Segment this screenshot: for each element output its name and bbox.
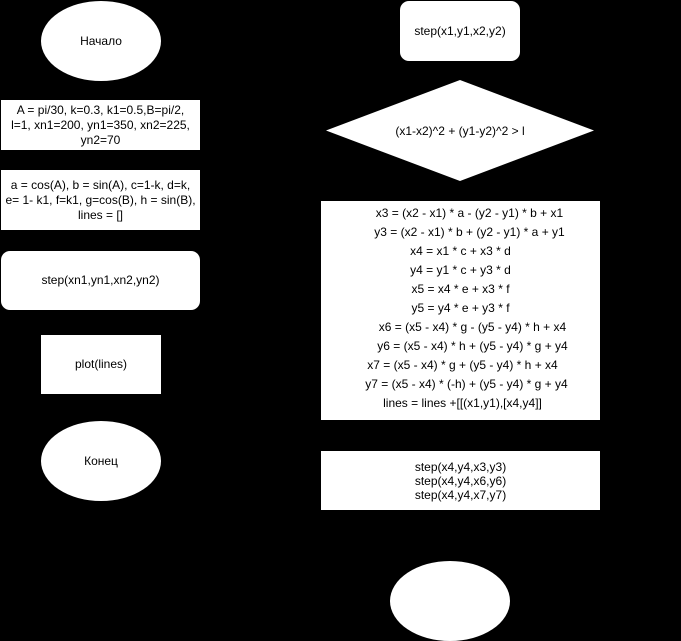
end-terminal: Конец [41,421,161,501]
computation-line: x6 = (x5 - x4) * g - (y5 - y4) * h + x4 [378,320,567,334]
decision-diamond-shape [326,80,594,181]
init-coeffs-text: a = cos(A), b = sin(A), c=1-k, d=k, e= 1… [5,177,196,222]
init-params-text: A = pi/30, k=0.3, k1=0.5,B=pi/2, l=1, xn… [11,102,190,147]
recursive-calls-block: step(x4,y4,x3,y3) step(x4,y4,x6,y6) step… [321,451,600,510]
computation-line: x7 = (x5 - x4) * g + (y5 - y4) * h + x4 [367,358,558,372]
step-header-block: step(x1,y1,x2,y2) [400,1,520,61]
computation-line: y4 = y1 * c + y3 * d [410,263,511,277]
init-params-block: A = pi/30, k=0.3, k1=0.5,B=pi/2, l=1, xn… [1,100,200,150]
recursive-calls-text: step(x4,y4,x3,y3) step(x4,y4,x6,y6) step… [414,459,507,502]
plot-block: plot(lines) [41,335,161,394]
computation-line: y7 = (x5 - x4) * (-h) + (y5 - y4) * g + … [365,377,568,391]
condition-text: (x1-x2)^2 + (y1-y2)^2 > l [395,123,525,138]
start-terminal: Начало [41,1,161,81]
computation-line: x5 = x4 * e + x3 * f [411,282,510,296]
computation-line: y3 = (x2 - x1) * b + (y2 - y1) * a + y1 [374,225,565,239]
plot-text: plot(lines) [74,357,128,371]
step-call-block: step(xn1,yn1,xn2,yn2) [1,251,200,310]
computation-line: lines = lines +[[(x1,y1),[x4,y4]] [383,396,542,410]
init-coeffs-block: a = cos(A), b = sin(A), c=1-k, d=k, e= 1… [1,170,200,230]
start-label: Начало [80,33,122,48]
computation-line: x4 = x1 * c + x3 * d [410,244,511,258]
computation-block: x3 = (x2 - x1) * a - (y2 - y1) * b + x1 … [321,201,600,420]
step-call-text: step(xn1,yn1,xn2,yn2) [41,273,160,287]
computation-line: y5 = y4 * e + y3 * f [411,301,510,315]
step-header-text: step(x1,y1,x2,y2) [414,23,506,38]
computation-line: y6 = (x5 - x4) * h + (y5 - y4) * g + y4 [377,339,568,353]
end-label: Конец [84,453,118,468]
computation-line: x3 = (x2 - x1) * a - (y2 - y1) * b + x1 [375,206,564,220]
step-end-terminal [390,561,510,641]
condition-decision: (x1-x2)^2 + (y1-y2)^2 > l [326,80,594,181]
